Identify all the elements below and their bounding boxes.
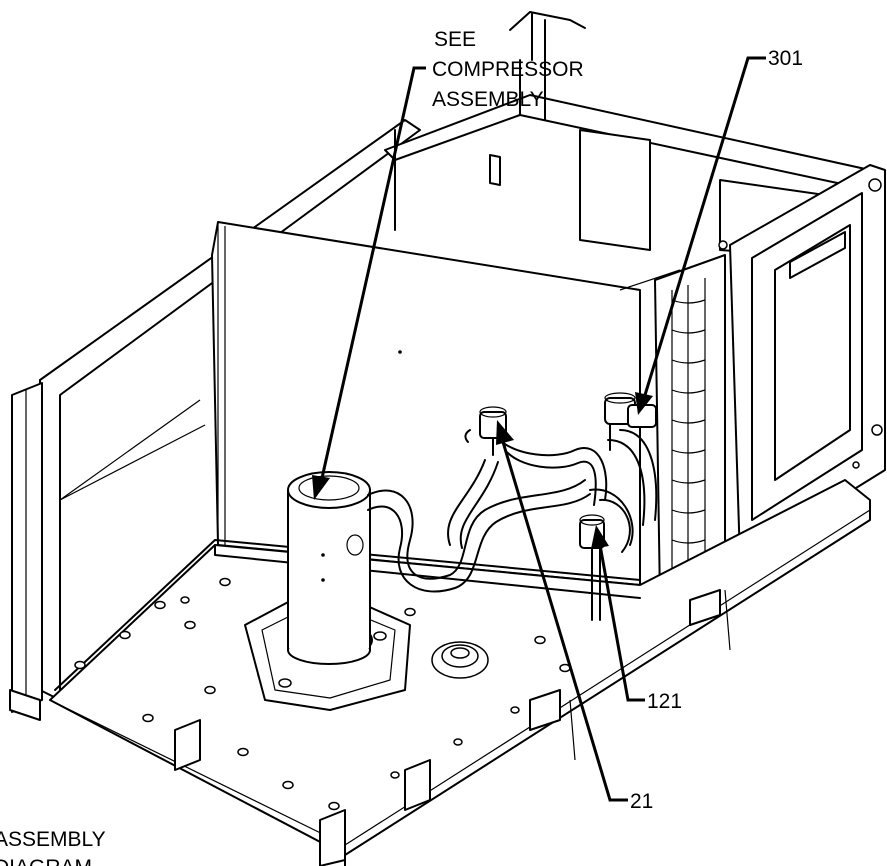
callout-see-line-2: COMPRESSOR (432, 58, 584, 81)
callout-121: 121 (647, 690, 682, 713)
component-301-valve (604, 392, 657, 451)
leader-see-compressor (312, 66, 426, 500)
left-wall-panel (11, 119, 421, 713)
callout-see-line-1: SEE (434, 28, 476, 51)
bottom-left-caption-line-1: ASSEMBLY (0, 828, 106, 851)
top-fan-outline (509, 11, 586, 63)
callout-301: 301 (768, 47, 803, 70)
compressor (244, 471, 411, 711)
leader-301 (635, 56, 766, 415)
drain-fitting (431, 641, 489, 679)
callout-21: 21 (630, 790, 653, 813)
leader-21 (496, 420, 628, 802)
leader-121 (591, 525, 645, 702)
refrigerant-tubing (367, 429, 658, 593)
right-side-panel (718, 164, 886, 561)
bottom-left-caption-line-2: DIAGRAM (0, 856, 92, 866)
callout-see-line-3: ASSEMBLY (432, 88, 544, 111)
